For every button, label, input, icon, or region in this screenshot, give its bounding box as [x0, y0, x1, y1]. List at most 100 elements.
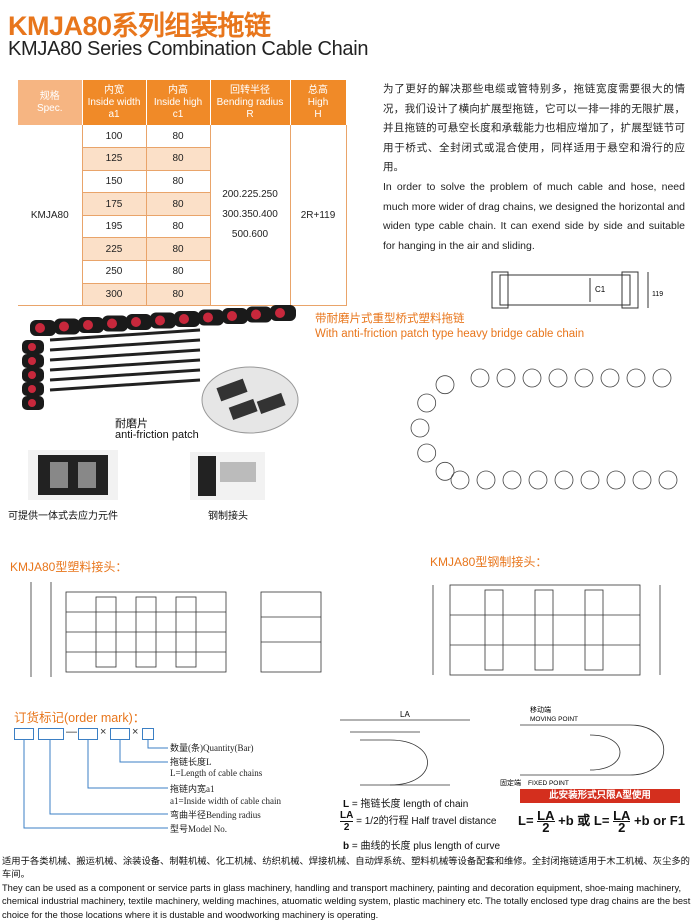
side-link-shape: [574, 368, 594, 388]
side-link-shape: [410, 418, 430, 438]
chain-link-pin: [155, 315, 165, 326]
svg-text:119: 119: [652, 291, 663, 298]
installation-diagram-b: 移动端 MOVING POINT 固定端 FIXED POINT: [500, 705, 665, 787]
chain-link-pin: [107, 318, 117, 329]
chain-link-pin: [28, 371, 36, 379]
table-header-sym: H: [314, 108, 322, 120]
fixed-point-en: FIXED POINT: [528, 780, 569, 787]
chain-link-pin: [28, 399, 36, 407]
spec-cell: KMJA80: [18, 125, 83, 307]
side-link-shape: [496, 368, 516, 388]
legend-la2-bot: 2: [343, 822, 350, 833]
legend-l-sym: L: [343, 799, 350, 810]
caption-strain-relief: 可提供一体式去应力元件: [8, 511, 118, 522]
cell-radius: 200.225.250 300.350.400 500.600: [210, 125, 291, 307]
side-link-shape: [522, 368, 542, 388]
chain-crossbar: [49, 328, 201, 342]
side-link-shape: [450, 470, 470, 490]
cell-a1: 100: [82, 125, 147, 149]
order-note: 型号Model No.: [170, 824, 227, 834]
radius-value: 200.225.250: [222, 189, 278, 201]
plastic-joint-drawing: [30, 582, 322, 677]
side-link-shape: [417, 443, 437, 463]
anti-friction-patch-photo: [201, 366, 299, 434]
table-header-sym: a1: [108, 108, 120, 120]
steel-joint-photo: [190, 452, 265, 500]
section-steel-head: KMJA80型钢制接头：: [430, 555, 548, 569]
table-header-sym: R: [246, 108, 254, 120]
patch-label-en: anti-friction patch: [115, 429, 199, 441]
chain-link-pin: [83, 320, 93, 330]
footer-cn: 适用于各类机械、搬运机械、涂装设备、制鞋机械、化工机械、纺织机械、焊接机械、自动…: [2, 856, 690, 880]
side-link-shape: [554, 470, 574, 490]
table-header-cn: 规格: [39, 90, 60, 102]
chain-crossbar: [49, 348, 201, 362]
side-link-shape: [580, 470, 600, 490]
table-header-en: Spec.: [36, 102, 63, 114]
chain-link-pin: [28, 357, 36, 365]
cell-high: 2R+119: [290, 125, 347, 307]
chain-link-pin: [179, 314, 189, 324]
fixed-point-cn: 固定端: [500, 778, 521, 787]
chain-link-pin: [28, 385, 36, 393]
side-link-shape: [606, 470, 626, 490]
table-header-cn: 内高: [168, 84, 188, 96]
table-header-cn: 内宽: [104, 84, 124, 96]
formula-left: L=: [518, 813, 534, 828]
legend-la2-text: = 1/2的行程 Half travel distance: [356, 816, 497, 828]
formula-mid: +b 或 L=: [558, 813, 610, 828]
cell-c1: 80: [146, 215, 211, 239]
footer: 适用于各类机械、搬运机械、涂装设备、制鞋机械、化工机械、纺织机械、焊接机械、自动…: [0, 855, 700, 922]
moving-point-cn: 移动端: [530, 705, 551, 714]
cell-c1: 80: [146, 170, 211, 194]
chain-link-pin: [227, 311, 237, 321]
cell-a1: 125: [82, 147, 147, 171]
order-box-5: [142, 728, 154, 740]
cell-c1: 80: [146, 260, 211, 284]
table-header-en: High: [307, 96, 329, 108]
la-label: LA: [400, 710, 410, 719]
side-link-shape: [470, 368, 490, 388]
order-lines: [23, 740, 168, 829]
cell-c1: 80: [146, 147, 211, 171]
cell-c1: 80: [146, 237, 211, 262]
description-en: In order to solve the problem of much ca…: [383, 180, 685, 252]
formula-frac1-top: LA: [537, 808, 555, 824]
footer-en: They can be used as a component or servi…: [2, 882, 691, 920]
subtitle-en: With anti-friction patch type heavy brid…: [315, 328, 585, 340]
radius-value: 500.600: [231, 229, 269, 241]
chain-crossbar: [49, 358, 201, 372]
page-title-cn: KMJA80系列组装拖链: [8, 11, 271, 41]
table-header-en: Inside high: [153, 96, 203, 108]
installation-diagram-a: LA: [340, 710, 470, 786]
cell-a1: 175: [82, 192, 147, 216]
side-link-shape: [548, 368, 568, 388]
order-box-1: [14, 728, 34, 740]
table-header-cn: 总高: [308, 84, 328, 96]
order-title: 订货标记(order mark)：: [14, 711, 146, 725]
chain-link-pin: [35, 323, 45, 333]
chain-link-pin: [28, 343, 36, 351]
formula-frac2-top: LA: [613, 808, 631, 824]
strain-relief-photo: [28, 450, 118, 500]
order-note: L=Length of cable chains: [170, 768, 263, 778]
table-header-en: Inside width: [87, 96, 141, 108]
chain-crossbar: [49, 368, 201, 382]
order-note: 弯曲半径Bending radius: [170, 810, 261, 820]
legend-l: L = 拖链长度 length of chain: [343, 795, 468, 810]
order-times-1: ×: [100, 726, 107, 738]
radius-value: 300.350.400: [222, 209, 278, 221]
cell-a1: 195: [82, 215, 147, 239]
side-link-shape: [658, 470, 678, 490]
side-link-shape: [435, 461, 455, 481]
